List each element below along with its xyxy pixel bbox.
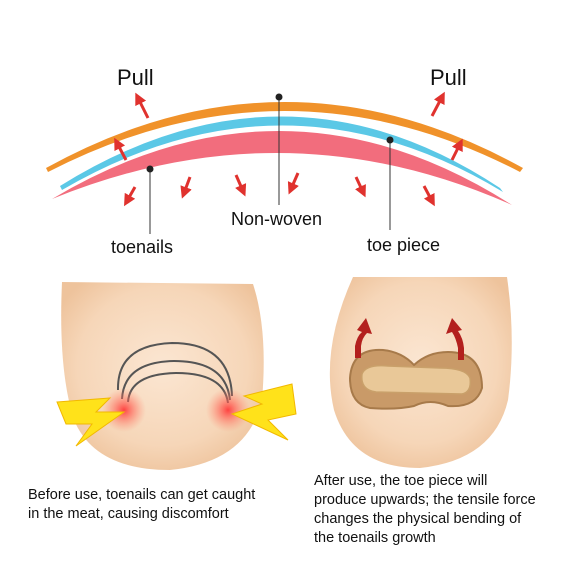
pressure-arrow-1 xyxy=(124,186,137,207)
pressure-arrow-2 xyxy=(180,176,192,199)
pull-arrows xyxy=(114,91,463,161)
pull-arrow-right-mid xyxy=(450,138,463,161)
pull-arrow-right-top xyxy=(430,91,445,117)
toe-piece-label: toe piece xyxy=(367,235,441,255)
pull-arrow-left-mid xyxy=(114,137,128,161)
before-toe-skin xyxy=(61,282,264,470)
pull-arrow-left-top xyxy=(135,92,150,119)
pressure-arrow-3 xyxy=(234,174,247,197)
before-caption: Before use, toenails can get caught in t… xyxy=(28,486,296,524)
toenail-band xyxy=(52,130,512,205)
pressure-arrow-5 xyxy=(354,176,366,198)
pain-glow-right xyxy=(206,388,250,432)
non-woven-band xyxy=(46,102,523,172)
toenails-dot xyxy=(146,165,154,173)
toe-piece-dot xyxy=(386,136,394,144)
up-arrow-icon xyxy=(446,318,464,360)
lightning-bolt-icon xyxy=(56,397,126,447)
after-toe xyxy=(329,277,512,468)
after-caption-line: produce upwards; the tensile force xyxy=(314,492,536,508)
pressure-arrow-6 xyxy=(422,185,435,207)
before-nail-outline-2 xyxy=(121,359,231,401)
toe-piece-strip xyxy=(361,364,472,395)
before-nail-outline-1 xyxy=(116,341,233,397)
after-caption: After use, the toe piece will produce up… xyxy=(314,472,564,548)
pull-label-left: Pull xyxy=(117,65,154,90)
pressure-arrows xyxy=(124,172,435,207)
non-woven-dot xyxy=(275,93,283,101)
pressure-arrow-4 xyxy=(287,172,300,195)
toe-piece-band xyxy=(60,116,503,192)
before-caption-line: Before use, toenails can get caught xyxy=(28,487,256,503)
before-toe xyxy=(56,282,297,470)
before-nail-outline-3 xyxy=(127,371,229,404)
after-caption-line: After use, the toe piece will xyxy=(314,473,488,489)
up-arrow-icon xyxy=(355,318,372,358)
after-caption-line: changes the physical bending of xyxy=(314,511,522,527)
pull-label-right: Pull xyxy=(430,65,467,90)
lightning-bolt-icon xyxy=(230,383,297,441)
after-caption-line: the toenails growth xyxy=(314,530,436,546)
before-caption-line: in the meat, causing discomfort xyxy=(28,506,229,522)
toenails-label: toenails xyxy=(111,237,174,257)
non-woven-label: Non-woven xyxy=(231,209,323,229)
pain-glow-left xyxy=(102,388,146,432)
